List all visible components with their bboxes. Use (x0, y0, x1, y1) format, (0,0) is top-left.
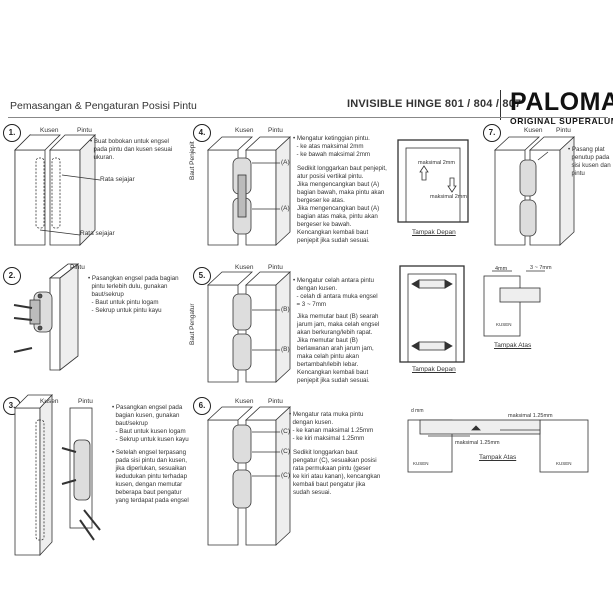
step-6-number: 6. (193, 397, 211, 415)
step-3-pintu-label: Pintu (78, 398, 93, 405)
step-4-a-bottom: (A) (281, 205, 290, 212)
step-1-pintu-label: Pintu (77, 127, 92, 134)
step-6-c-3: (C) (281, 472, 291, 479)
front-view-caption-1: Tampak Depan (412, 229, 456, 236)
step-2-pintu-label: Pintu (70, 264, 85, 271)
step-1-text: • Buat bobokan untuk engsel pada pintu d… (90, 138, 173, 161)
product-title: INVISIBLE HINGE 801 / 804 / 807 (347, 98, 522, 110)
front-view-caption-2: Tampak Depan (412, 366, 456, 373)
step-5-b-top: (B) (281, 306, 290, 313)
step-6-c-1: (C) (281, 428, 291, 435)
brand-name: PALOMA (510, 88, 613, 116)
step-5-kusen-label: Kusen (235, 264, 254, 271)
brand-logo: PALOMA ® ORIGINAL SUPERALUM (510, 88, 613, 127)
step-5-text-a: • Mengatur celah antara pintu dengan kus… (293, 277, 378, 308)
step-4-pintu-label: Pintu (268, 127, 283, 134)
step-4-number: 4. (193, 124, 211, 142)
section-title: Pemasangan & Pengaturan Posisi Pintu (10, 100, 197, 112)
step-1-rata-label: Rata sejajar (100, 176, 135, 183)
front-view-max-down: maksimal 2mm (430, 194, 467, 200)
top-view-caption-2: Tampak Atas (479, 454, 517, 461)
step-5-text-b: Jika memutar baut (B) searah jarum jam, … (297, 313, 380, 384)
step-4-a-top: (A) (281, 159, 290, 166)
header-divider (500, 90, 501, 120)
top-view-caption-1: Tampak Atas (494, 342, 532, 349)
step-5-number: 5. (193, 267, 211, 285)
top-view-4mm: 4mm (495, 266, 508, 272)
step-1-kusen-label: Kusen (40, 127, 59, 134)
step-2-text: • Pasangkan engsel pada bagian pintu ter… (88, 275, 179, 314)
top-view-kusen-left: KUSEN (413, 461, 429, 466)
top-view-3-7mm: 3 ~ 7mm (530, 265, 552, 271)
step-1-number: 1. (3, 124, 21, 142)
step-4-kusen-label: Kusen (235, 127, 254, 134)
front-view-max-up: maksimal 2mm (418, 160, 455, 166)
top-view-kusen: KUSEN (496, 322, 512, 327)
brand-tagline: ORIGINAL SUPERALUM (510, 116, 613, 126)
step-6-pintu-label: Pintu (268, 398, 283, 405)
step-3-kusen-label: Kusen (40, 398, 59, 405)
step-3-text-a: • Pasangkan engsel pada bagian kusen, gu… (112, 404, 189, 443)
step-5-pintu-label: Pintu (268, 264, 283, 271)
step-3-text-b: • Setelah engsel terpasang pada sisi pin… (112, 449, 189, 504)
step-7-pintu-label: Pintu (556, 127, 571, 134)
step-6-c-2: (C) (281, 448, 291, 455)
step-6-text-a: • Mengatur rata muka pintu dengan kusen.… (289, 411, 374, 442)
step-6-kusen-label: Kusen (235, 398, 254, 405)
step-5-b-bottom: (B) (281, 346, 290, 353)
step-2-number: 2. (3, 267, 21, 285)
step-7-text: • Pasang plat penutup pada sisi kusen da… (568, 146, 611, 177)
step-6-text-b: Sedikit longgarkan baut pengatur (C), se… (293, 449, 381, 496)
top-view-max-right: maksimal 1.25mm (508, 413, 553, 419)
step-7-kusen-label: Kusen (524, 127, 543, 134)
top-view-max-left: maksimal 1.25mm (455, 440, 500, 446)
step-1-rata-label-2: Rata sejajar (80, 230, 115, 237)
step-4-text-a: • Mengatur ketinggian pintu. - ke atas m… (293, 135, 371, 158)
header-rule (8, 117, 608, 118)
top-view-kusen-right: KUSEN (556, 461, 572, 466)
top-view-d-mm: d mm (411, 408, 424, 414)
step-7-number: 7. (483, 124, 501, 142)
step-4-text-b: Sedikit longgarkan baut penjepit, atur p… (297, 165, 387, 244)
